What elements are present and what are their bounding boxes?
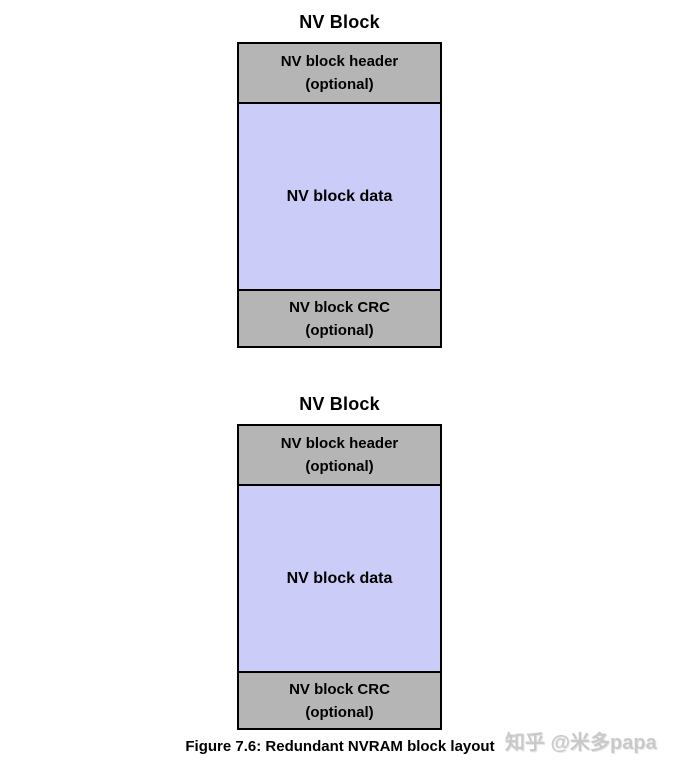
nv-block-box: NV block header (optional) NV block data… [237,424,442,730]
nv-block-header-section: NV block header (optional) [239,44,440,104]
nv-block-diagram-1: NV Block NV block header (optional) NV b… [237,10,442,348]
nv-block-crc-label-line1: NV block CRC [289,680,390,698]
nv-block-crc-section: NV block CRC (optional) [239,673,440,728]
nv-block-crc-label-line2: (optional) [305,703,374,721]
nv-block-header-label-line2: (optional) [305,458,374,475]
nv-block-data-label: NV block data [286,188,393,205]
nv-block-header-label-line2: (optional) [305,76,374,93]
nv-block-data-section: NV block data [239,104,440,291]
nv-block-crc-section: NV block CRC (optional) [239,291,440,346]
nv-block-diagram-2: NV Block NV block header (optional) NV b… [237,392,442,730]
nv-block-data-section: NV block data [239,486,440,673]
nv-block-header-label-line1: NV block header [280,435,399,452]
nv-block-title: NV Block [299,12,380,32]
nv-block-header-label-line1: NV block header [280,53,399,70]
nv-block-crc-label-line1: NV block CRC [289,298,390,316]
nv-block-box: NV block header (optional) NV block data… [237,42,442,348]
nv-block-header-section: NV block header (optional) [239,426,440,486]
nv-block-data-label: NV block data [286,570,393,587]
watermark-text: 知乎 @米多papa [505,732,657,754]
figure-caption: Figure 7.6: Redundant NVRAM block layout [185,738,495,755]
nv-block-crc-label-line2: (optional) [305,321,374,339]
nv-block-title: NV Block [299,394,380,414]
